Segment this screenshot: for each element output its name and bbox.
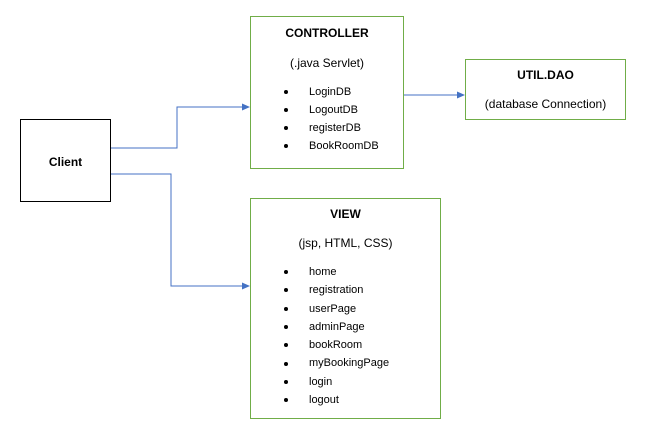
bullet-icon bbox=[284, 379, 288, 384]
bullet-icon bbox=[284, 398, 288, 403]
bullet-icon bbox=[284, 90, 288, 94]
controller-subtitle: (.java Servlet) bbox=[289, 56, 365, 70]
view-list-item: registration bbox=[284, 281, 389, 299]
client-box: Client bbox=[20, 119, 111, 202]
view-item-label: registration bbox=[309, 284, 364, 297]
controller-box: CONTROLLER (.java Servlet) LoginDB Logou… bbox=[250, 16, 404, 169]
view-subtitle: (jsp, HTML, CSS) bbox=[298, 236, 393, 250]
util-dao-box: UTIL.DAO (database Connection) bbox=[465, 59, 626, 120]
bullet-icon bbox=[284, 108, 288, 112]
view-list-item: myBookingPage bbox=[284, 354, 389, 372]
view-list-item: adminPage bbox=[284, 318, 389, 336]
view-title: VIEW bbox=[330, 207, 361, 221]
view-item-label: userPage bbox=[309, 302, 357, 315]
view-item-label: adminPage bbox=[309, 320, 365, 333]
bullet-icon bbox=[284, 306, 288, 311]
client-to-view-arrow bbox=[111, 173, 250, 290]
view-item-label: myBookingPage bbox=[309, 357, 390, 370]
view-item-label: bookRoom bbox=[309, 339, 363, 352]
view-list-item: login bbox=[284, 373, 389, 391]
controller-list-item: LogoutDB bbox=[284, 101, 379, 119]
bullet-icon bbox=[284, 361, 288, 366]
view-list-item: userPage bbox=[284, 300, 389, 318]
controller-item-label: LoginDB bbox=[309, 86, 352, 98]
bullet-icon bbox=[284, 325, 288, 330]
bullet-icon bbox=[284, 126, 288, 130]
controller-list-item: LoginDB bbox=[284, 83, 379, 101]
util-dao-subtitle: (database Connection) bbox=[484, 97, 607, 111]
view-list-item: home bbox=[284, 263, 389, 281]
controller-list-item: registerDB bbox=[284, 119, 379, 137]
view-box: VIEW (jsp, HTML, CSS) home registration … bbox=[250, 198, 441, 419]
controller-item-list: LoginDB LogoutDB registerDB BookRoomDB bbox=[284, 83, 379, 155]
controller-item-label: LogoutDB bbox=[309, 104, 358, 116]
view-list-item: logout bbox=[284, 391, 389, 409]
bullet-icon bbox=[284, 144, 288, 148]
controller-item-label: registerDB bbox=[309, 122, 361, 134]
view-item-label: logout bbox=[309, 394, 339, 407]
controller-title: CONTROLLER bbox=[285, 26, 369, 40]
bullet-icon bbox=[284, 343, 288, 348]
controller-item-label: BookRoomDB bbox=[309, 140, 379, 152]
controller-list-item: BookRoomDB bbox=[284, 137, 379, 155]
view-item-label: home bbox=[309, 266, 337, 278]
client-to-controller-arrow bbox=[111, 103, 250, 149]
view-list-item: bookRoom bbox=[284, 336, 389, 354]
view-item-label: login bbox=[309, 375, 333, 388]
util-dao-title: UTIL.DAO bbox=[517, 68, 574, 82]
bullet-icon bbox=[284, 270, 288, 275]
client-title: Client bbox=[48, 155, 83, 169]
bullet-icon bbox=[284, 288, 288, 293]
view-item-list: home registration userPage adminPage boo… bbox=[284, 263, 389, 409]
